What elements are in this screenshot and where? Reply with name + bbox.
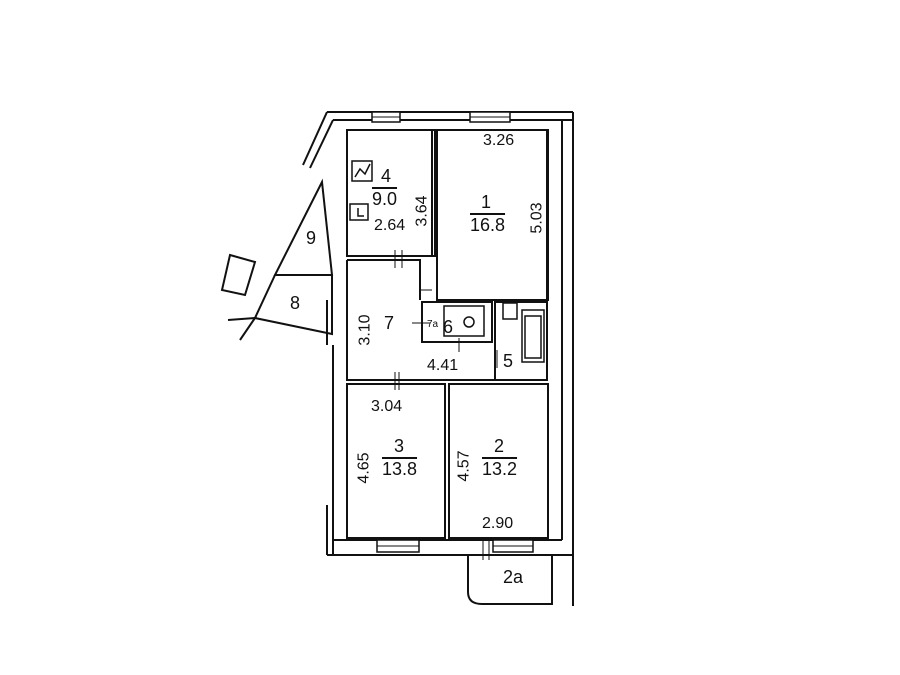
right-wall — [561, 112, 574, 606]
room-7-walls — [346, 259, 500, 381]
room-5-number: 5 — [503, 351, 514, 371]
diagonal-wall — [302, 111, 334, 169]
room-5-walls — [494, 301, 548, 381]
room-4-dim-bottom: 2.64 — [374, 217, 406, 234]
bottom-wall — [327, 539, 573, 556]
room-9-walls — [273, 178, 334, 276]
room-2-dim-side: 4.57 — [455, 450, 473, 482]
room-4-area: 9.0 — [372, 189, 398, 209]
balcony-2a-number: 2a — [503, 567, 524, 587]
room-2-walls — [448, 383, 549, 539]
room-4-dim-side: 3.64 — [413, 195, 431, 227]
left-wall — [326, 300, 334, 555]
toilet-icon — [443, 305, 485, 337]
outer-wall-top — [327, 111, 573, 121]
room-2-area: 13.2 — [482, 459, 518, 479]
room-4-number: 4 — [381, 166, 392, 186]
sink-icon — [349, 203, 369, 221]
room-6-number: 6 — [443, 317, 454, 337]
room-2-number: 2 — [494, 436, 505, 456]
room-3-dim-top: 3.04 — [371, 398, 403, 415]
room-8-walls — [253, 274, 333, 336]
room-1-dim-side: 5.03 — [528, 202, 546, 234]
room-8-number: 8 — [290, 293, 301, 313]
stove-icon — [351, 160, 373, 182]
basin-icon — [502, 302, 518, 320]
room-7-dim-side: 3.10 — [356, 314, 374, 346]
balcony-2a-walls — [467, 555, 553, 605]
room-7-dim-bottom: 4.41 — [427, 357, 459, 374]
room-6-walls — [421, 301, 493, 343]
room-2-dim-bottom: 2.90 — [482, 515, 514, 532]
partition — [431, 130, 548, 300]
annex-steps — [220, 253, 257, 341]
bathtub-icon — [521, 309, 545, 363]
room-3-dim-side: 4.65 — [355, 452, 373, 484]
room-3-area: 13.8 — [382, 459, 418, 479]
room-3-number: 3 — [394, 436, 405, 456]
room-3-walls — [346, 383, 446, 539]
room-9-number: 9 — [306, 228, 317, 248]
room-7-number: 7 — [384, 313, 395, 333]
room-4-walls — [346, 129, 436, 257]
room-1-area: 16.8 — [470, 215, 506, 235]
room-1-dim-top: 3.26 — [483, 132, 515, 149]
room-1-number: 1 — [481, 192, 492, 212]
room-7a-number: 7a — [427, 319, 439, 330]
